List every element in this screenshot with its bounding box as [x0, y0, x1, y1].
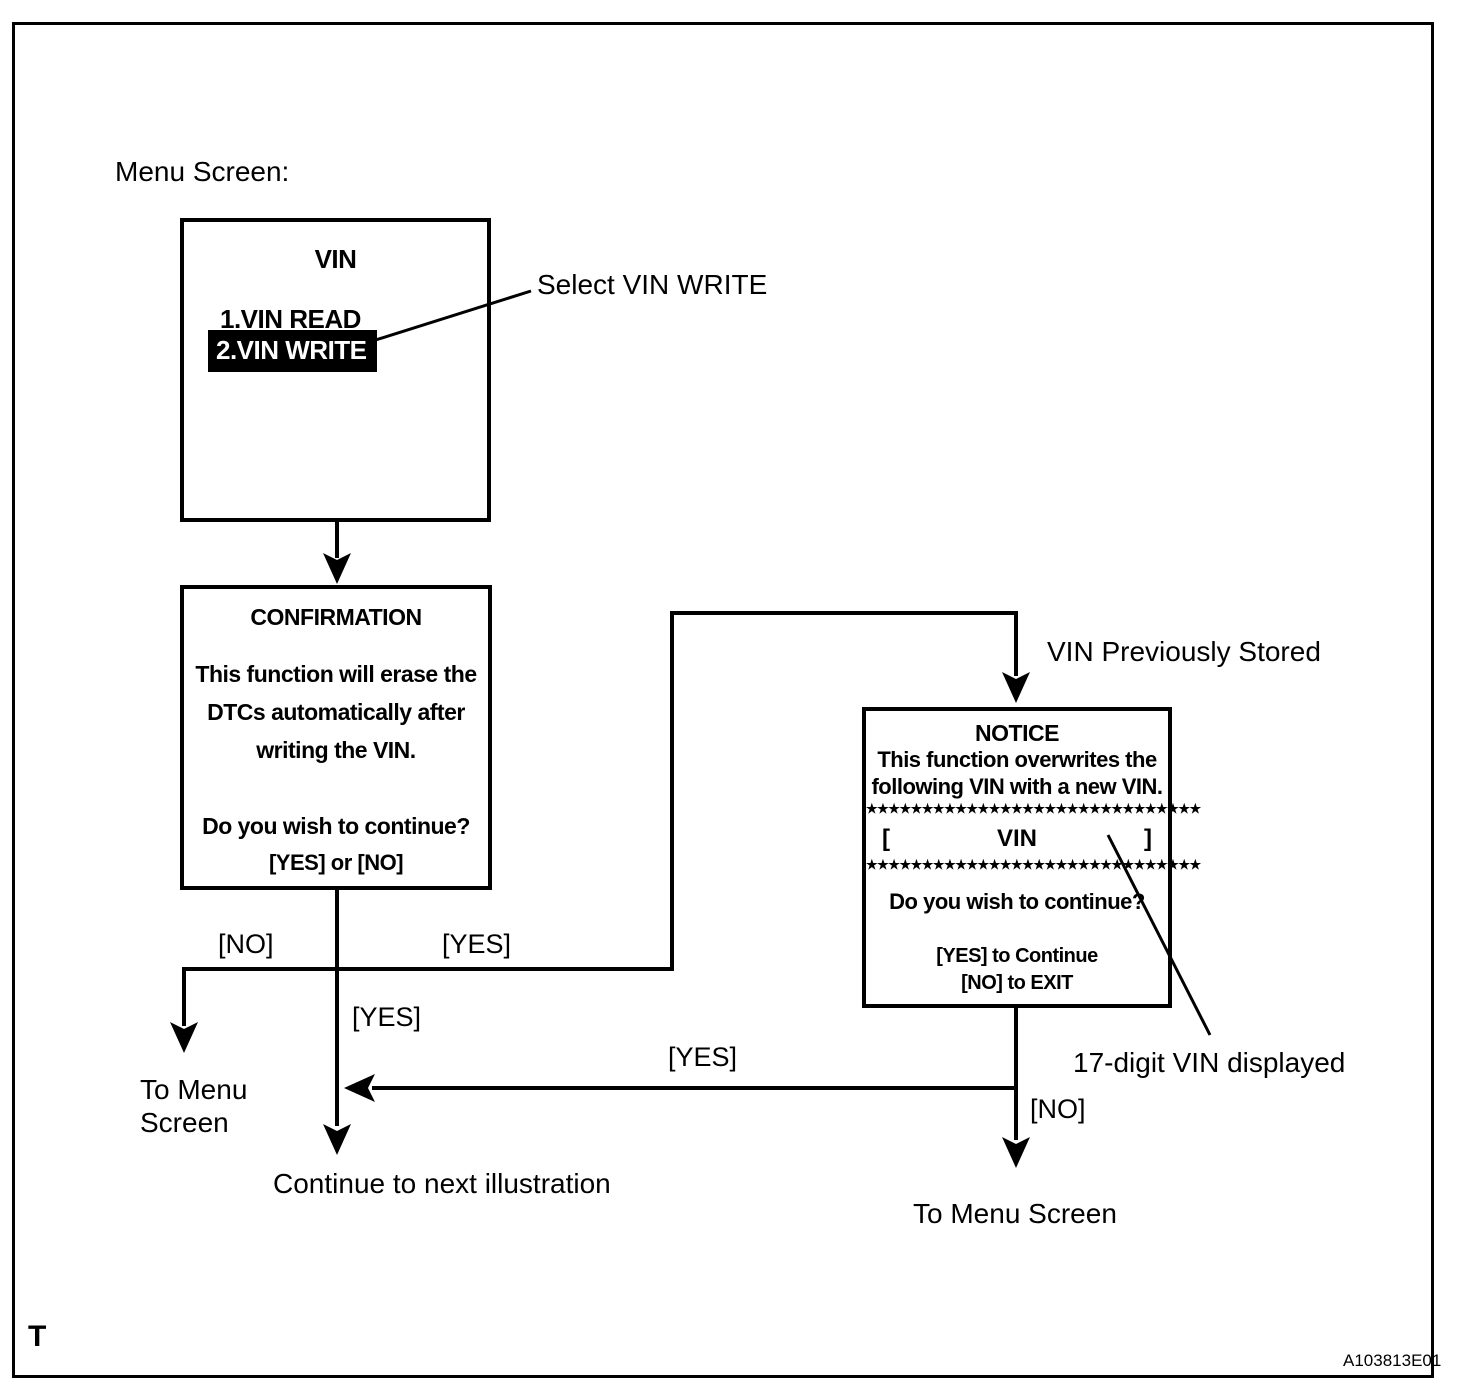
notice-vin-row: [ VIN ] — [882, 825, 1152, 853]
terminal-line: To Menu — [140, 1074, 248, 1105]
confirmation-options: [YES] or [NO] — [268, 850, 404, 875]
label-notice-no-down: [NO] — [1030, 1094, 1086, 1124]
notice-box: NOTICE This function overwrites the foll… — [862, 707, 1201, 1008]
notice-question: Do you wish to continue? — [889, 889, 1145, 914]
vin-row-open-bracket: [ — [882, 825, 890, 852]
notice-option-yes: [YES] to Continue — [936, 945, 1098, 967]
confirmation-body-line: DTCs automatically after — [207, 699, 465, 725]
label-confirmation-no: [NO] — [218, 929, 274, 959]
vin-row-label: VIN — [996, 825, 1037, 852]
terminal-to-menu-screen-right: To Menu Screen — [913, 1198, 1117, 1229]
page-title: Menu Screen: — [115, 156, 290, 187]
notice-body-line: following VIN with a new VIN. — [871, 774, 1163, 799]
callout-vin-previously-stored: VIN Previously Stored — [1047, 636, 1321, 667]
vin-row-close-bracket: ] — [1143, 825, 1152, 852]
confirmation-title: CONFIRMATION — [250, 604, 422, 630]
page-border — [12, 22, 1434, 1378]
label-confirmation-yes-down: [YES] — [352, 1002, 422, 1032]
confirmation-question: Do you wish to continue? — [202, 813, 470, 839]
notice-stars-row: ★★★★★★★★★★★★★★★★★★★★★★★★★★★★★★ — [866, 857, 1201, 872]
figure-code: A103813E01 — [1343, 1351, 1442, 1370]
confirmation-body: This function will erase the DTCs automa… — [184, 655, 488, 769]
notice-stars-row: ★★★★★★★★★★★★★★★★★★★★★★★★★★★★★★ — [866, 801, 1201, 816]
footer-section-letter: T — [28, 1320, 47, 1353]
terminal-to-menu-screen-left: To Menu Screen — [140, 1073, 270, 1139]
confirmation-box: CONFIRMATION This function will erase th… — [180, 585, 492, 890]
label-notice-yes-return: [YES] — [668, 1042, 738, 1072]
callout-17-digit-vin: 17-digit VIN displayed — [1073, 1047, 1346, 1078]
callout-select-vin-write: Select VIN WRITE — [537, 269, 768, 300]
menu-item-vin-write: 2.VIN WRITE — [208, 330, 377, 372]
notice-option-no: [NO] to EXIT — [961, 972, 1073, 994]
menu-item-vin-read: 1.VIN READ — [220, 304, 361, 334]
vin-menu-screen-box: VIN 1.VIN READ 2.VIN WRITE — [180, 218, 491, 522]
confirmation-body-line: writing the VIN. — [256, 737, 416, 763]
vin-menu-title: VIN — [314, 244, 357, 274]
confirmation-body-line: This function will erase the — [195, 661, 477, 687]
terminal-continue-next: Continue to next illustration — [273, 1168, 611, 1199]
label-confirmation-yes-right: [YES] — [442, 929, 512, 959]
notice-title: NOTICE — [975, 720, 1059, 746]
notice-body-line: This function overwrites the — [877, 747, 1157, 772]
terminal-line: Screen — [140, 1107, 229, 1138]
